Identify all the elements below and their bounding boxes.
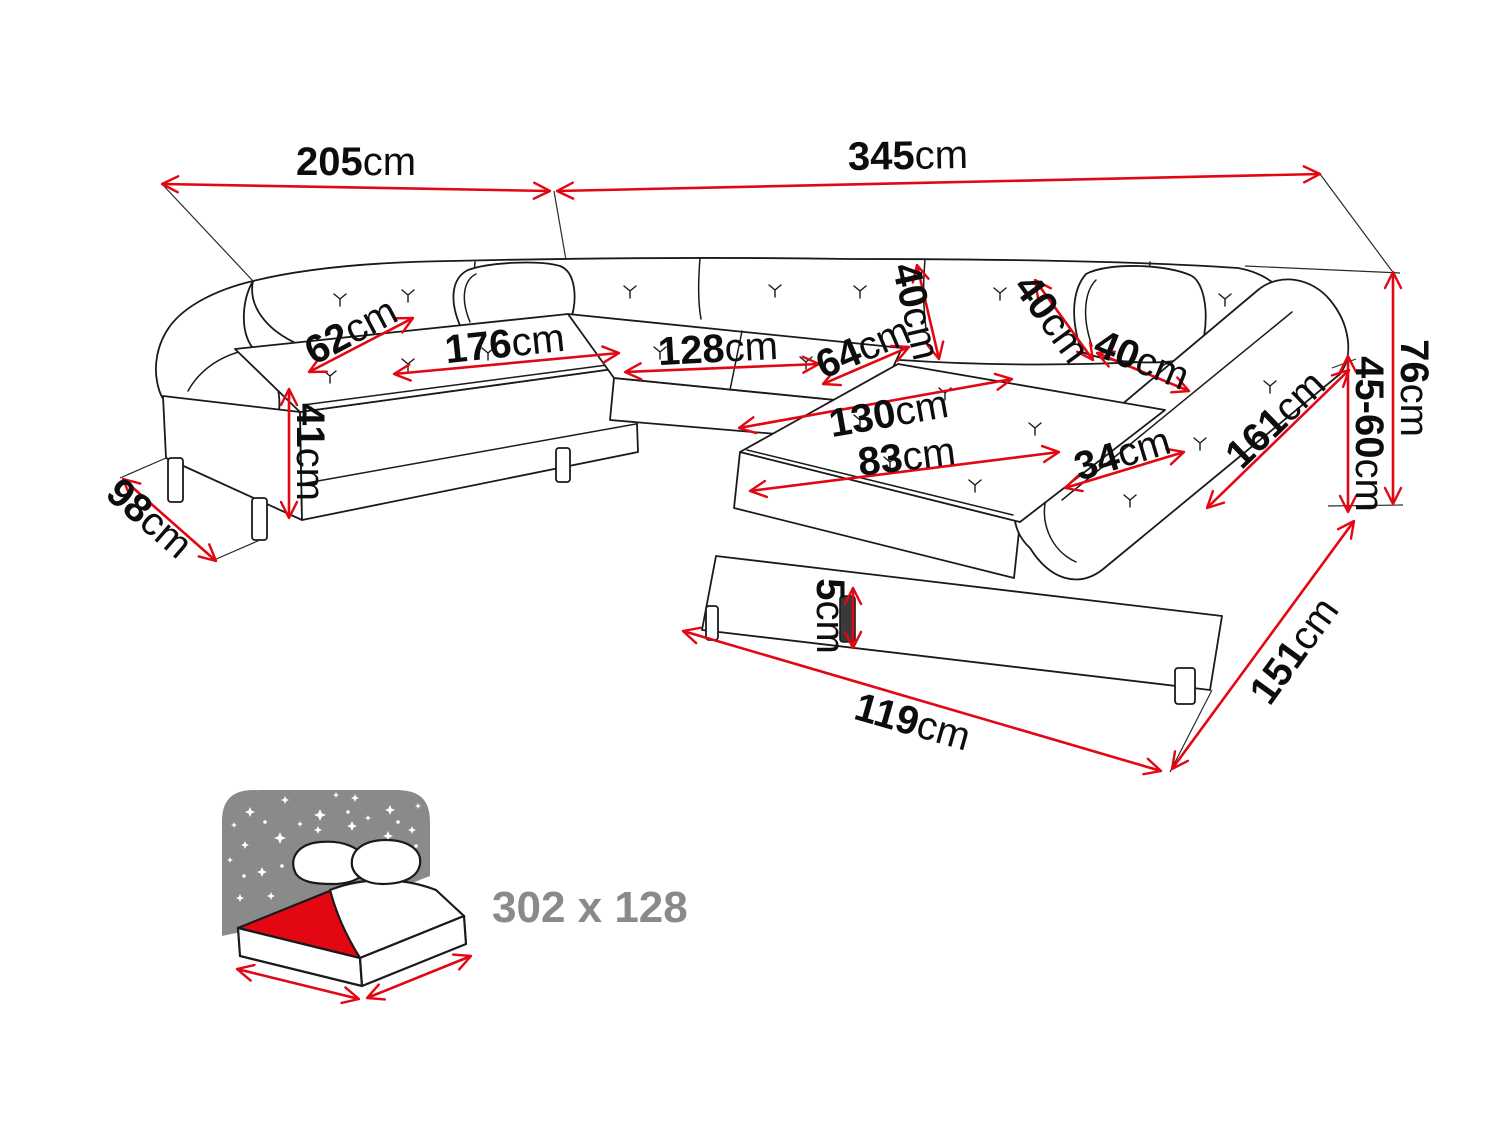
star-icon bbox=[347, 821, 357, 831]
star-dot bbox=[414, 844, 418, 848]
sleeping-area-size: 302 x 128 bbox=[492, 883, 688, 932]
star-icon bbox=[415, 803, 421, 809]
dimension-chaise-seat-width: 83cm bbox=[748, 429, 1061, 499]
stars-decoration bbox=[227, 785, 421, 902]
backrest-tufting bbox=[333, 284, 1232, 307]
dimension-end-depth: 98cm bbox=[98, 469, 218, 567]
foot-front-1 bbox=[555, 447, 571, 483]
dimension-label: 5cm bbox=[808, 578, 852, 654]
dimension-line bbox=[1170, 519, 1356, 771]
left-end-base bbox=[162, 395, 303, 521]
star-icon bbox=[281, 796, 289, 804]
star-icon bbox=[255, 785, 261, 791]
foot-chaise-right bbox=[1174, 667, 1196, 705]
dimension-back-width-right: 345cm bbox=[555, 133, 1322, 200]
duvet bbox=[328, 879, 466, 960]
dimension-leg-height: 5cm bbox=[808, 578, 863, 654]
star-icon bbox=[314, 826, 322, 834]
dimension-label: 83cm bbox=[855, 429, 957, 485]
star-dot bbox=[396, 820, 400, 824]
star-icon bbox=[241, 841, 249, 849]
star-icon bbox=[227, 857, 233, 863]
dimension-middle-section-length: 128cm bbox=[623, 323, 821, 381]
dimension-line bbox=[1095, 350, 1191, 394]
star-icon bbox=[245, 807, 255, 817]
foot-left-2 bbox=[251, 497, 268, 541]
dimension-label: 128cm bbox=[657, 323, 779, 373]
dimension-label: 41cm bbox=[288, 403, 332, 501]
dimension-line bbox=[160, 175, 552, 200]
star-icon bbox=[333, 792, 339, 798]
bed-depth-arrow bbox=[235, 963, 361, 1005]
dimension-back-width-left: 205cm bbox=[160, 140, 552, 200]
star-dot bbox=[242, 874, 246, 878]
star-icon bbox=[351, 794, 359, 802]
star-icon bbox=[231, 822, 237, 828]
dimension-line bbox=[681, 626, 1163, 776]
foot-chaise-left bbox=[705, 605, 719, 641]
star-icon bbox=[274, 832, 286, 844]
dimension-label: 176cm bbox=[443, 315, 567, 371]
dimension-label: 45-60cm bbox=[1347, 356, 1391, 512]
dimension-label: 98cm bbox=[98, 469, 201, 566]
star-dot bbox=[263, 820, 267, 824]
star-dot bbox=[346, 810, 350, 814]
dimension-line bbox=[737, 372, 1014, 435]
dimension-line bbox=[392, 345, 621, 382]
dimension-label: 205cm bbox=[296, 140, 416, 184]
star-icon bbox=[236, 894, 244, 902]
star-icon bbox=[365, 815, 371, 821]
dimension-line bbox=[1033, 278, 1095, 362]
dimension-line bbox=[748, 444, 1061, 499]
chaise-base bbox=[701, 555, 1223, 691]
dimension-line bbox=[1205, 368, 1351, 510]
dimension-line bbox=[1063, 447, 1186, 493]
dimension-line bbox=[623, 355, 821, 381]
star-icon bbox=[257, 867, 267, 877]
dimension-line bbox=[555, 165, 1322, 200]
dimension-armrest-height: 45-60cm bbox=[1338, 354, 1391, 514]
dimension-seat-height: 41cm bbox=[279, 387, 332, 520]
dimension-left-section-length: 176cm bbox=[392, 315, 621, 382]
dimension-label: 151cm bbox=[1241, 589, 1347, 712]
sleeping-function-icon: 302 x 128 bbox=[222, 785, 688, 1005]
dimension-label: 119cm bbox=[850, 684, 975, 759]
star-icon bbox=[408, 826, 416, 834]
star-icon bbox=[297, 821, 303, 827]
foot-left-1 bbox=[167, 457, 184, 503]
star-dot bbox=[280, 864, 284, 868]
bed-pillow-right bbox=[350, 838, 422, 886]
bed-width-arrow bbox=[365, 953, 473, 1001]
star-icon bbox=[314, 809, 326, 821]
left-wing-base-seam bbox=[300, 423, 637, 485]
dimension-chaise-width: 130cm bbox=[737, 372, 1014, 446]
star-icon bbox=[383, 831, 393, 841]
dimension-line bbox=[911, 263, 945, 361]
dimension-label: 130cm bbox=[826, 382, 952, 446]
star-icon bbox=[385, 805, 395, 815]
dimension-label: 345cm bbox=[848, 133, 969, 179]
star-icon bbox=[267, 892, 275, 900]
dimension-total-height: 76cm bbox=[1383, 270, 1436, 506]
dimension-line bbox=[121, 477, 218, 563]
pillow-left-piping bbox=[463, 273, 477, 323]
dimension-label: 76cm bbox=[1392, 339, 1436, 437]
dimension-line bbox=[307, 316, 415, 374]
